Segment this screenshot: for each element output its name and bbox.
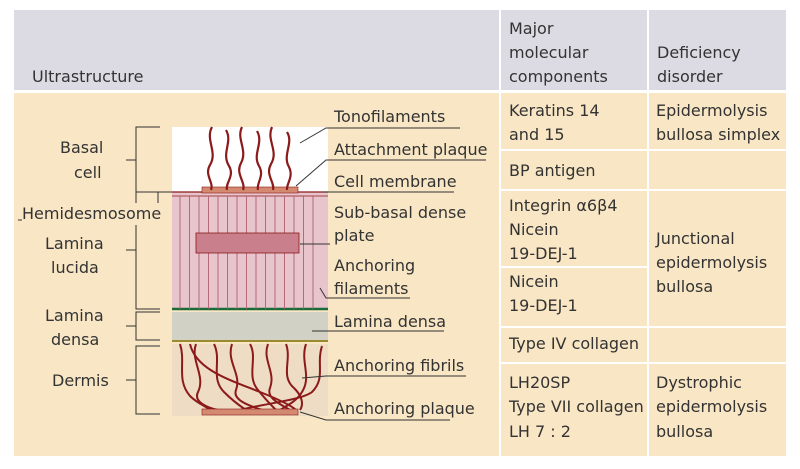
leader-lines bbox=[295, 127, 486, 421]
leader-anchoring-plaque bbox=[299, 411, 450, 421]
tonofilaments bbox=[206, 126, 292, 191]
label-lamina-lucida-1: Lamina bbox=[45, 234, 104, 253]
disorder-cell-jeb bbox=[649, 191, 786, 326]
disorder-deb-3: bullosa bbox=[656, 422, 714, 441]
label-hemidesmosome: Hemidesmosome bbox=[22, 203, 164, 225]
basal-cell-region bbox=[172, 127, 328, 192]
component-nicein-a: Nicein bbox=[509, 220, 559, 239]
component-lh20sp: LH20SP bbox=[509, 373, 571, 392]
leader-tonofilaments bbox=[299, 127, 460, 144]
component-cell-collagen-vii bbox=[501, 364, 647, 456]
label-lamina-densa: Lamina densa bbox=[334, 312, 447, 331]
anchoring-fibril-10 bbox=[189, 343, 297, 411]
anchoring-fibrils bbox=[179, 343, 323, 411]
dermis-bracket bbox=[135, 345, 160, 415]
component-cell-integrin bbox=[501, 191, 647, 266]
anchoring-fibril-5 bbox=[249, 343, 277, 411]
leader-attachment-plaque bbox=[295, 159, 486, 187]
header-components-line2: molecular bbox=[509, 43, 589, 62]
disorder-ebs-2: bullosa simplex bbox=[656, 125, 781, 144]
header-disorder-line1: Deficiency bbox=[657, 43, 741, 62]
disorder-jeb-1: Junctional bbox=[656, 229, 735, 248]
anchoring-fibril-3 bbox=[213, 343, 247, 411]
disorder-ebs-1: Epidermolysis bbox=[656, 101, 768, 120]
label-tonofilaments: Tonofilaments bbox=[334, 107, 446, 126]
header-ultrastructure: Ultrastructure bbox=[32, 67, 144, 86]
basal-cell-bracket bbox=[135, 126, 160, 193]
component-cell-nicein bbox=[501, 268, 647, 326]
lamina-densa-bracket bbox=[135, 311, 160, 341]
tonofilament-4 bbox=[255, 130, 263, 191]
label-cell: cell bbox=[74, 163, 102, 182]
label-attachment-plaque: Attachment plaque bbox=[334, 140, 488, 159]
anchoring-fibril-6 bbox=[265, 343, 291, 411]
label-lamina-densa-2: densa bbox=[51, 330, 100, 349]
label-cell-membrane: Cell membrane bbox=[334, 172, 457, 191]
tonofilament-5 bbox=[267, 126, 275, 191]
label-sub-basal-2: plate bbox=[334, 226, 375, 245]
disorder-deb-2: epidermolysis bbox=[656, 397, 768, 416]
disorder-cell-deb bbox=[649, 364, 786, 456]
label-anchoring-fibrils: Anchoring fibrils bbox=[334, 356, 465, 375]
tonofilament-1 bbox=[206, 126, 214, 191]
label-lamina-lucida-2: lucida bbox=[51, 258, 99, 277]
label-basal: Basal bbox=[60, 138, 104, 157]
component-integrin: Integrin α6β4 bbox=[509, 196, 618, 215]
component-lh72: LH 7 : 2 bbox=[509, 422, 571, 441]
header-components-line3: components bbox=[509, 67, 608, 86]
tonofilament-3 bbox=[238, 126, 245, 191]
label-anchoring-filaments-1: Anchoring bbox=[334, 256, 416, 275]
anchoring-fibril-4 bbox=[229, 343, 263, 411]
disorder-jeb-3: bullosa bbox=[656, 277, 714, 296]
disorder-cell-empty bbox=[649, 151, 786, 189]
component-cell-collagen-iv bbox=[501, 328, 647, 362]
component-cell-keratins bbox=[501, 93, 647, 149]
label-lamina-densa-1: Lamina bbox=[45, 306, 104, 325]
component-nicein-b: Nicein bbox=[509, 272, 559, 291]
tonofilament-6 bbox=[285, 131, 292, 191]
disorder-cell-ebs bbox=[649, 93, 786, 149]
label-dermis: Dermis bbox=[52, 371, 109, 390]
label-anchoring-filaments-2: filaments bbox=[334, 279, 409, 298]
anchoring-fibril-7 bbox=[285, 343, 303, 411]
lamina-densa-region bbox=[172, 312, 328, 340]
leader-anchoring-fibrils bbox=[301, 375, 466, 379]
component-keratins-1: Keratins 14 bbox=[509, 101, 600, 120]
header-components-line1: Major bbox=[509, 19, 554, 38]
header-disorder-line2: disorder bbox=[657, 67, 723, 86]
header-components-cell: Major molecular components bbox=[501, 10, 647, 90]
component-dej-a: 19-DEJ-1 bbox=[509, 244, 578, 263]
label-sub-basal-1: Sub-basal dense bbox=[334, 203, 467, 222]
header-ultrastructure-cell: Ultrastructure bbox=[14, 10, 499, 90]
attachment-plaque bbox=[201, 186, 299, 194]
disorder-deb-1: Dystrophic bbox=[656, 373, 742, 392]
component-bp-antigen: BP antigen bbox=[509, 161, 596, 180]
label-anchoring-plaque: Anchoring plaque bbox=[334, 399, 475, 418]
component-keratins-2: and 15 bbox=[509, 125, 565, 144]
anchoring-fibril-8 bbox=[279, 343, 308, 411]
header-disorder-cell: Deficiency disorder bbox=[649, 10, 786, 90]
anchoring-fibril-2 bbox=[193, 343, 219, 411]
sub-basal-dense-plate bbox=[195, 232, 300, 254]
leader-anchoring-filaments bbox=[319, 287, 410, 299]
component-cell-bp bbox=[501, 151, 647, 189]
component-collagen-vii: Type VII collagen bbox=[509, 397, 644, 416]
anchoring-fibril-9 bbox=[239, 345, 323, 411]
disorder-cell-empty-2 bbox=[649, 328, 786, 362]
component-collagen-iv: Type IV collagen bbox=[509, 334, 640, 353]
anchoring-plaque bbox=[201, 408, 299, 416]
component-dej-b: 19-DEJ-1 bbox=[509, 296, 578, 315]
disorder-jeb-2: epidermolysis bbox=[656, 253, 768, 272]
tonofilament-2 bbox=[225, 129, 233, 191]
